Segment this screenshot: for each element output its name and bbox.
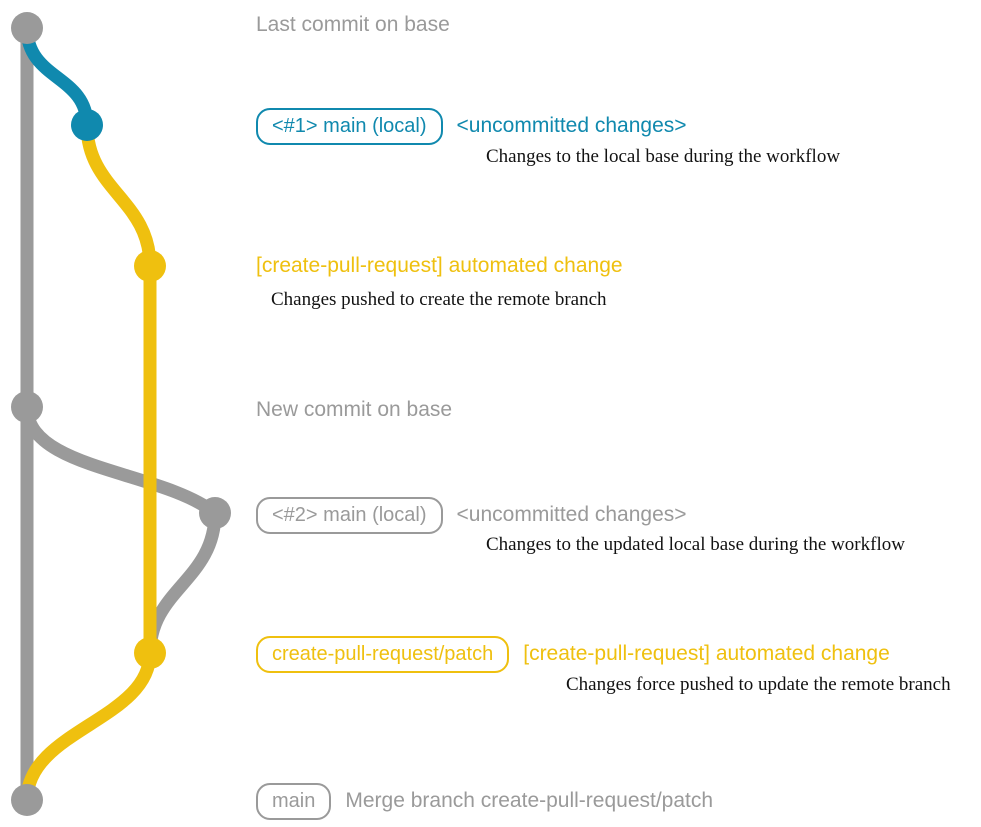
commit-subject-last-commit-on-base: Last commit on base [256, 13, 450, 36]
commit-note-local-2: Changes to the updated local base during… [486, 534, 905, 555]
commit-node-automated-change-1[interactable] [134, 250, 166, 282]
commit-subject-patch-branch: [create-pull-request] automated change [523, 642, 890, 665]
commit-subject-merge-commit: Merge branch create-pull-request/patch [345, 789, 714, 812]
commit-subject-new-commit-on-base: New commit on base [256, 398, 453, 421]
commit-subject-local-1: <uncommitted changes> [456, 114, 687, 137]
commit-node-new-commit-on-base[interactable] [11, 391, 43, 423]
edge-base-to-local2 [20, 400, 222, 520]
commit-note-patch-branch: Changes force pushed to update the remot… [566, 674, 951, 695]
commit-subject-automated-change-1: [create-pull-request] automated change [256, 254, 623, 277]
ref-pill-patch-branch[interactable]: create-pull-request/patch [256, 636, 510, 673]
commit-row-local-1: <#1> main (local) <uncommitted changes> [256, 108, 687, 145]
commit-node-merge-commit[interactable] [11, 784, 43, 816]
commit-node-local-2[interactable] [199, 497, 231, 529]
commit-node-local-1[interactable] [71, 109, 103, 141]
commit-note-automated-change-1: Changes pushed to create the remote bran… [271, 289, 607, 310]
ref-pill-local-1[interactable]: <#1> main (local) [256, 108, 443, 145]
commit-note-local-1: Changes to the local base during the wor… [486, 146, 841, 167]
commit-subject-local-2: <uncommitted changes> [456, 503, 687, 526]
commit-node-patch-branch[interactable] [134, 637, 166, 669]
commit-row-local-2: <#2> main (local) <uncommitted changes> [256, 497, 687, 534]
commit-node-last-commit-on-base[interactable] [11, 12, 43, 44]
edge-local1-to-automated [80, 118, 157, 273]
commit-row-patch-branch: create-pull-request/patch [create-pull-r… [256, 636, 890, 673]
commit-row-merge-commit: main Merge branch create-pull-request/pa… [256, 783, 713, 820]
ref-pill-main[interactable]: main [256, 783, 332, 820]
ref-pill-local-2[interactable]: <#2> main (local) [256, 497, 443, 534]
edge-patch-to-merge [20, 646, 157, 807]
